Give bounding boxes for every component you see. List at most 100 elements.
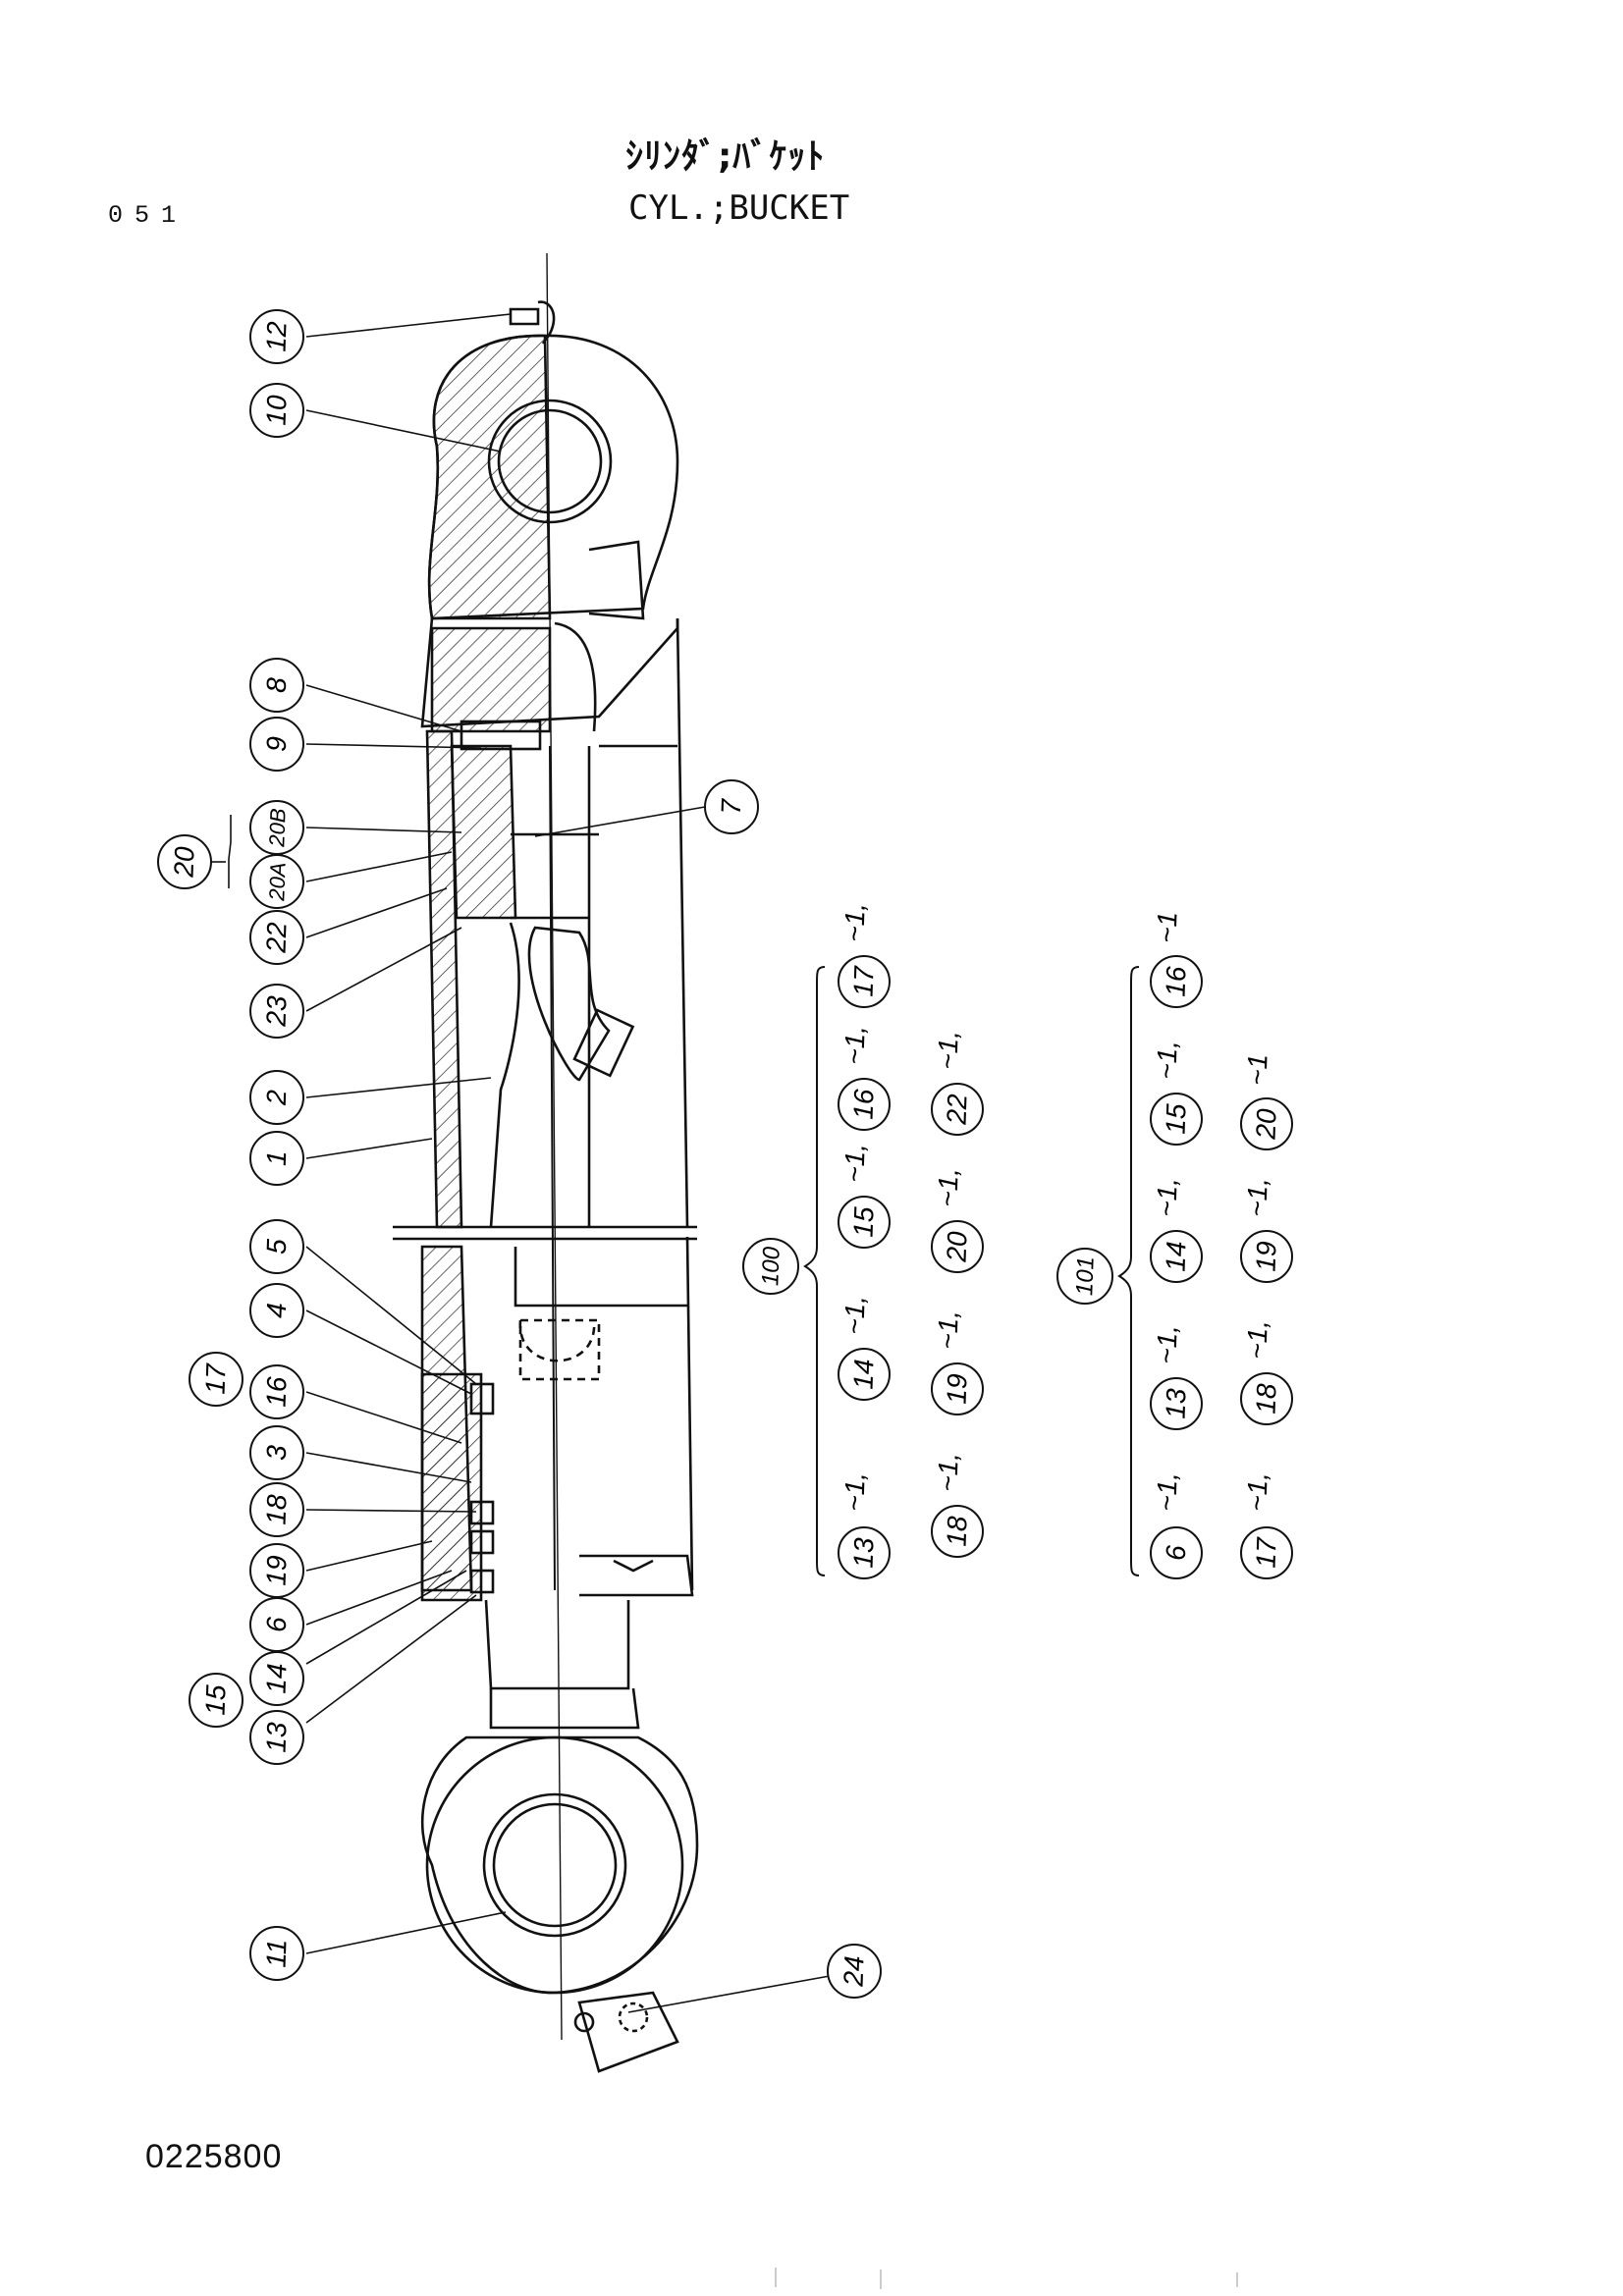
seal-18: [469, 1500, 495, 1525]
top-pin-bore: [487, 399, 613, 524]
callout-20: 20: [157, 834, 212, 889]
kit-100-item-13: 13~1,: [838, 1471, 891, 1579]
leader-lines: [211, 313, 831, 2013]
callout-20-label: 20: [168, 845, 199, 879]
piston-nut: [460, 720, 542, 751]
callout-6-label: 6: [261, 1616, 293, 1632]
kit-100-part: 19: [941, 1373, 972, 1405]
callout-22: 22: [249, 910, 304, 965]
title-english: CYL.;BUCKET: [628, 188, 850, 228]
kit-100-label: 100: [742, 1238, 799, 1295]
rod-left-edge: [489, 922, 520, 1228]
callout-14-label: 14: [260, 1663, 292, 1694]
kit-100-part: 18: [941, 1515, 972, 1547]
rod-neck: [554, 621, 597, 732]
callout-18: 18: [249, 1482, 304, 1537]
callout-4-label: 4: [261, 1303, 293, 1319]
fitting-24-bolt: [573, 2011, 595, 2033]
callout-1-label: 1: [261, 1150, 293, 1167]
kit-101-qty: ~1,: [1151, 1324, 1182, 1364]
kit-braces: [803, 966, 1140, 1576]
callout-23-label: 23: [260, 994, 292, 1028]
callout-13-label: 13: [260, 1721, 292, 1753]
callout-9-label: 9: [261, 736, 293, 753]
callout-16-label: 16: [260, 1375, 292, 1408]
callout-16: 16: [249, 1364, 304, 1419]
kit-100-qty: ~1,: [932, 1309, 963, 1350]
callout-14: 14: [249, 1651, 304, 1706]
callout-20b-label: 20B: [264, 808, 290, 848]
callout-15-label: 15: [199, 1683, 231, 1716]
kit-100-qty: ~1,: [839, 902, 870, 942]
rod-lower: [484, 1599, 630, 1690]
callout-11: 11: [249, 1926, 304, 1981]
kit-100-part: 15: [847, 1205, 879, 1238]
kit-100-item-17: 17~1,: [838, 902, 891, 1008]
kit-101-item-15: 15~1,: [1150, 1040, 1203, 1146]
kit-100-qty: ~1,: [932, 1167, 963, 1207]
callout-5-label: 5: [261, 1238, 293, 1255]
kit-101-item-20: 20~1: [1240, 1053, 1293, 1150]
callout-3: 3: [249, 1425, 304, 1480]
kit-100-qty: ~1,: [839, 1295, 870, 1335]
fitting-24: [577, 1991, 679, 2073]
kit-100-item-18: 18~1,: [931, 1452, 984, 1558]
callout-22-label: 22: [260, 921, 292, 954]
callout-2: 2: [249, 1070, 304, 1125]
kit-101-part: 16: [1160, 965, 1191, 997]
bottom-pin-bore: [482, 1792, 627, 1938]
kit-101-qty: ~1: [1151, 911, 1182, 943]
kit-100-qty: ~1,: [839, 1025, 870, 1065]
top-eye-web: [588, 540, 645, 620]
callout-19: 19: [249, 1543, 304, 1598]
title-japanese: ｼﾘﾝﾀﾞ;ﾊﾞｹｯﾄ: [625, 136, 826, 177]
callout-13: 13: [249, 1710, 304, 1765]
tube-right-edge-lower: [685, 1236, 694, 1591]
kit-100-part: 16: [847, 1088, 879, 1120]
kit-100-qty: ~1,: [839, 1143, 870, 1183]
drawing-number: 0225800: [145, 2138, 283, 2175]
callout-18-label: 18: [260, 1493, 292, 1525]
kit-100-qty: ~1,: [839, 1471, 870, 1512]
tube-end-flange: [579, 1554, 694, 1597]
seal-13: [469, 1569, 495, 1594]
kit-100-part: 20: [941, 1230, 972, 1263]
callout-4: 4: [249, 1283, 304, 1338]
bottom-pin-bore-inner: [492, 1802, 618, 1928]
kit-101-label: 101: [1056, 1248, 1113, 1305]
callout-8: 8: [249, 658, 304, 713]
seal-14: [469, 1529, 495, 1555]
kit-101-label-text: 101: [1071, 1256, 1099, 1297]
callout-2-label: 2: [261, 1089, 293, 1106]
callout-12: 12: [249, 309, 304, 364]
callout-24: 24: [827, 1944, 882, 1999]
kit-101-item-13: 13 ~1,: [1150, 1324, 1203, 1430]
kit-100-part: 22: [941, 1093, 972, 1126]
port-fitting: [572, 1008, 635, 1078]
kit-101-part: 17: [1250, 1535, 1281, 1569]
port-elbow: [527, 926, 611, 1082]
kit-101-item-14: 14~1,: [1150, 1177, 1203, 1283]
callout-9: 9: [249, 717, 304, 772]
rod-lower-collar: [489, 1687, 640, 1730]
lower-port-box: [518, 1318, 601, 1381]
kit-100-item-20: 20 ~1,: [931, 1167, 984, 1273]
kit-101-part: 14: [1160, 1241, 1191, 1272]
scan-marks: [775, 2268, 1238, 2289]
grease-nipple-elbow: [537, 300, 556, 345]
callout-1: 1: [249, 1131, 304, 1186]
callout-7-label: 7: [716, 797, 747, 815]
callout-20a-label: 20A: [264, 862, 290, 902]
lower-tube-top: [514, 1247, 687, 1308]
cylinder-body: [393, 252, 699, 2073]
rod-centerline: [549, 745, 556, 1591]
kit-101-part: 19: [1250, 1241, 1281, 1272]
top-pin-bore-inner: [497, 408, 603, 514]
kit-101-item-16: 16 ~1: [1150, 911, 1203, 1008]
callout-17: 17: [189, 1352, 243, 1407]
head-gland-hatch: [420, 1372, 483, 1602]
callout-10-label: 10: [260, 394, 292, 426]
kit-101-part: 13: [1160, 1387, 1191, 1419]
rod-head-hatch: [430, 626, 552, 733]
